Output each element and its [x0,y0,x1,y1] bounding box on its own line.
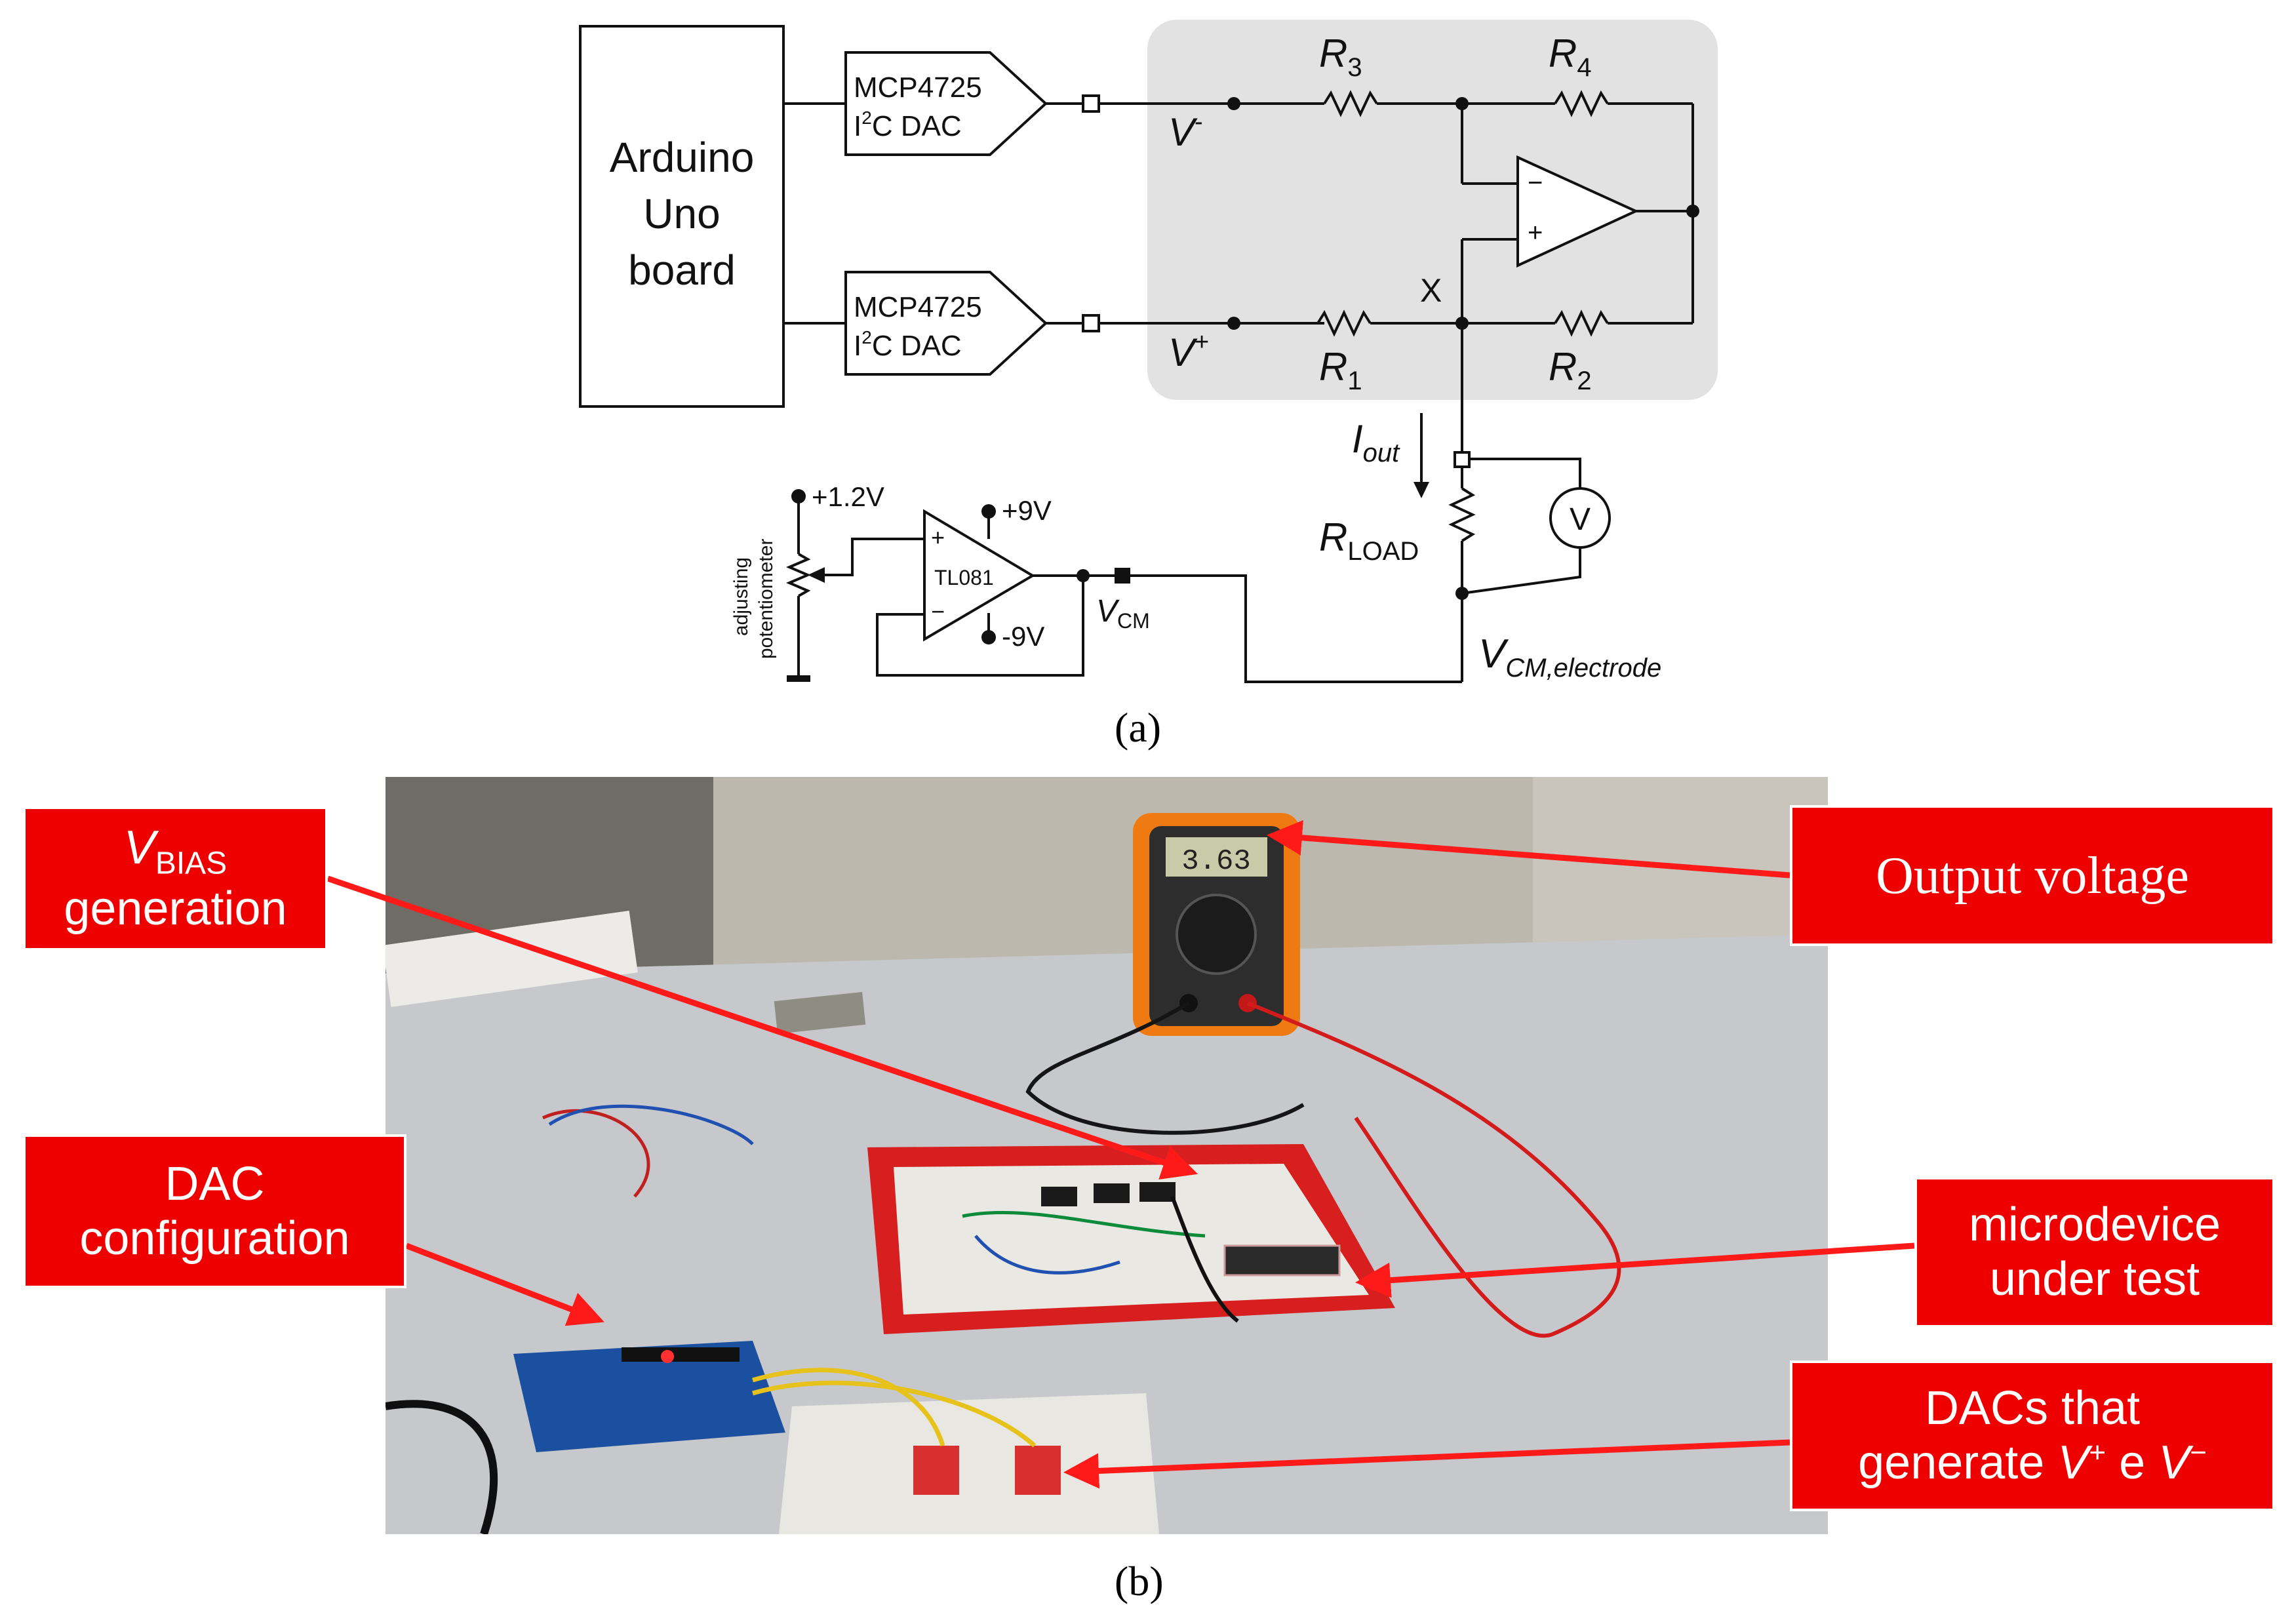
usb-cable [386,1400,498,1534]
node-v-minus [1227,97,1240,110]
opamp-diff [1516,155,1639,268]
v-plus-label: V+ [1168,328,1209,374]
circuit-schematic: Arduino Uno board MCP4725 I2C DAC MCP472… [579,20,1718,683]
callout-dac-config-line-1: DAC [165,1157,265,1210]
supply-m9-dot [981,630,996,644]
yellow-wires [752,1368,1037,1448]
supply-p9-label: +9V [1002,495,1052,526]
dac-bottom-block [844,271,1048,376]
arduino-label-line-2: Uno [643,190,720,237]
white-breadboard [779,1393,1159,1534]
tl081-minus: − [931,598,945,625]
resistor-rload [1448,487,1476,542]
opamp-plus-sign: + [1528,218,1543,247]
resistor-r1 [1316,309,1372,337]
dac-top-label-1: MCP4725 [854,71,982,104]
resistor-r2 [1554,309,1609,337]
r2-label: R2 [1549,345,1592,395]
dac-bottom-label-2: I2C DAC [854,327,962,362]
callout-dacs-line-1: DACs that [1924,1382,2141,1435]
iout-arrow-head [1414,482,1429,498]
pot-wiper-arrow [808,567,825,583]
board-wire-black [1170,1195,1239,1323]
wire-wiper-to-tl081 [825,538,924,576]
tl081-plus: + [931,524,945,551]
arduino-label-line-1: Arduino [610,134,755,181]
board-wire-green [962,1210,1206,1238]
wire-tl081-feedback [876,576,1084,677]
arduino-block [579,25,785,408]
r1-label: R1 [1319,345,1362,395]
wire-vcm-to-electrode [1130,574,1462,683]
iout-label: Iout [1352,417,1400,467]
callout-dac-config-line-2: configuration [79,1212,350,1265]
breadboard-white [894,1164,1369,1315]
dac-top-block [844,51,1048,156]
multimeter-reading: 3.63 [1181,845,1251,878]
r4-label: R4 [1549,31,1592,82]
arduino-label-line-3: board [628,247,736,294]
callout-vbias: VBIAS generation [23,806,328,951]
node-output [1686,205,1699,218]
potentiometer [785,553,812,597]
vcm-terminal [1115,568,1130,584]
vcm-electrode-label: VCM,electrode [1478,631,1661,683]
resistor-r4 [1554,90,1609,117]
opamp-minus-sign: − [1528,168,1543,197]
v-minus-label: V- [1168,108,1203,154]
arduino-header [622,1347,740,1362]
multimeter-dial [1176,894,1257,975]
dac-top-label-2: I2C DAC [854,108,962,142]
tl081-label: TL081 [934,566,994,589]
caption-a: (a) [1115,704,1162,751]
pot-label-1: adjusting [730,557,752,636]
callout-dacs-line-2: generate V+ e V− [1858,1436,2207,1489]
node-tl081-out [1077,569,1090,582]
r3-label: R3 [1319,31,1362,82]
chip-2 [1094,1183,1130,1203]
node-x-label: X [1420,272,1442,309]
dac-board-2 [1015,1446,1061,1495]
load-terminal [1454,451,1471,468]
tl081-opamp [923,509,1035,642]
callout-microdevice: microdevice under test [1914,1177,2275,1328]
callout-vbias-line-2: generation [64,882,287,935]
resistor-r3 [1323,90,1378,117]
supply-m9-label: -9V [1002,621,1044,652]
terminal-bottom [1082,314,1100,332]
callout-dacs: DACs that generate V+ e V− [1790,1360,2275,1511]
lab-photo-illustration: 3.63 [386,777,1828,1534]
multimeter-display [1166,837,1267,877]
pot-label-2: potentiometer [755,539,777,659]
board-wire-blue [974,1235,1120,1275]
supply-p9-dot [981,504,996,519]
wire-voltmeter-bottom [1461,547,1581,595]
callout-microdevice-line-2: under test [1989,1253,2200,1305]
lab-photo: 3.63 [386,777,1828,1534]
terminal-top [1082,94,1100,113]
node-v-plus [1227,317,1240,330]
arduino-led [661,1350,674,1363]
wire-voltmeter-top [1469,458,1581,488]
supply-1v2-label: +1.2V [812,481,884,512]
rload-label: RLOAD [1319,515,1419,566]
callout-vbias-line-1: VBIAS [123,822,227,881]
dac-board-1 [913,1446,959,1495]
callout-output-voltage: Output voltage [1790,805,2275,946]
caption-b: (b) [1115,1558,1164,1604]
callout-output-voltage-text: Output voltage [1876,846,2189,905]
vcm-label: VCM [1096,594,1150,633]
ground-symbol [787,675,810,682]
difference-amplifier-region [1147,20,1718,400]
chip-3 [1139,1182,1176,1202]
chip-1 [1041,1187,1077,1206]
voltmeter-label: V [1570,502,1591,537]
microdevice-chip [1223,1244,1341,1277]
arduino-board [513,1341,785,1452]
callout-dac-configuration: DAC configuration [23,1134,406,1288]
callout-microdevice-line-1: microdevice [1968,1198,2221,1252]
dac-bottom-label-1: MCP4725 [854,291,982,323]
